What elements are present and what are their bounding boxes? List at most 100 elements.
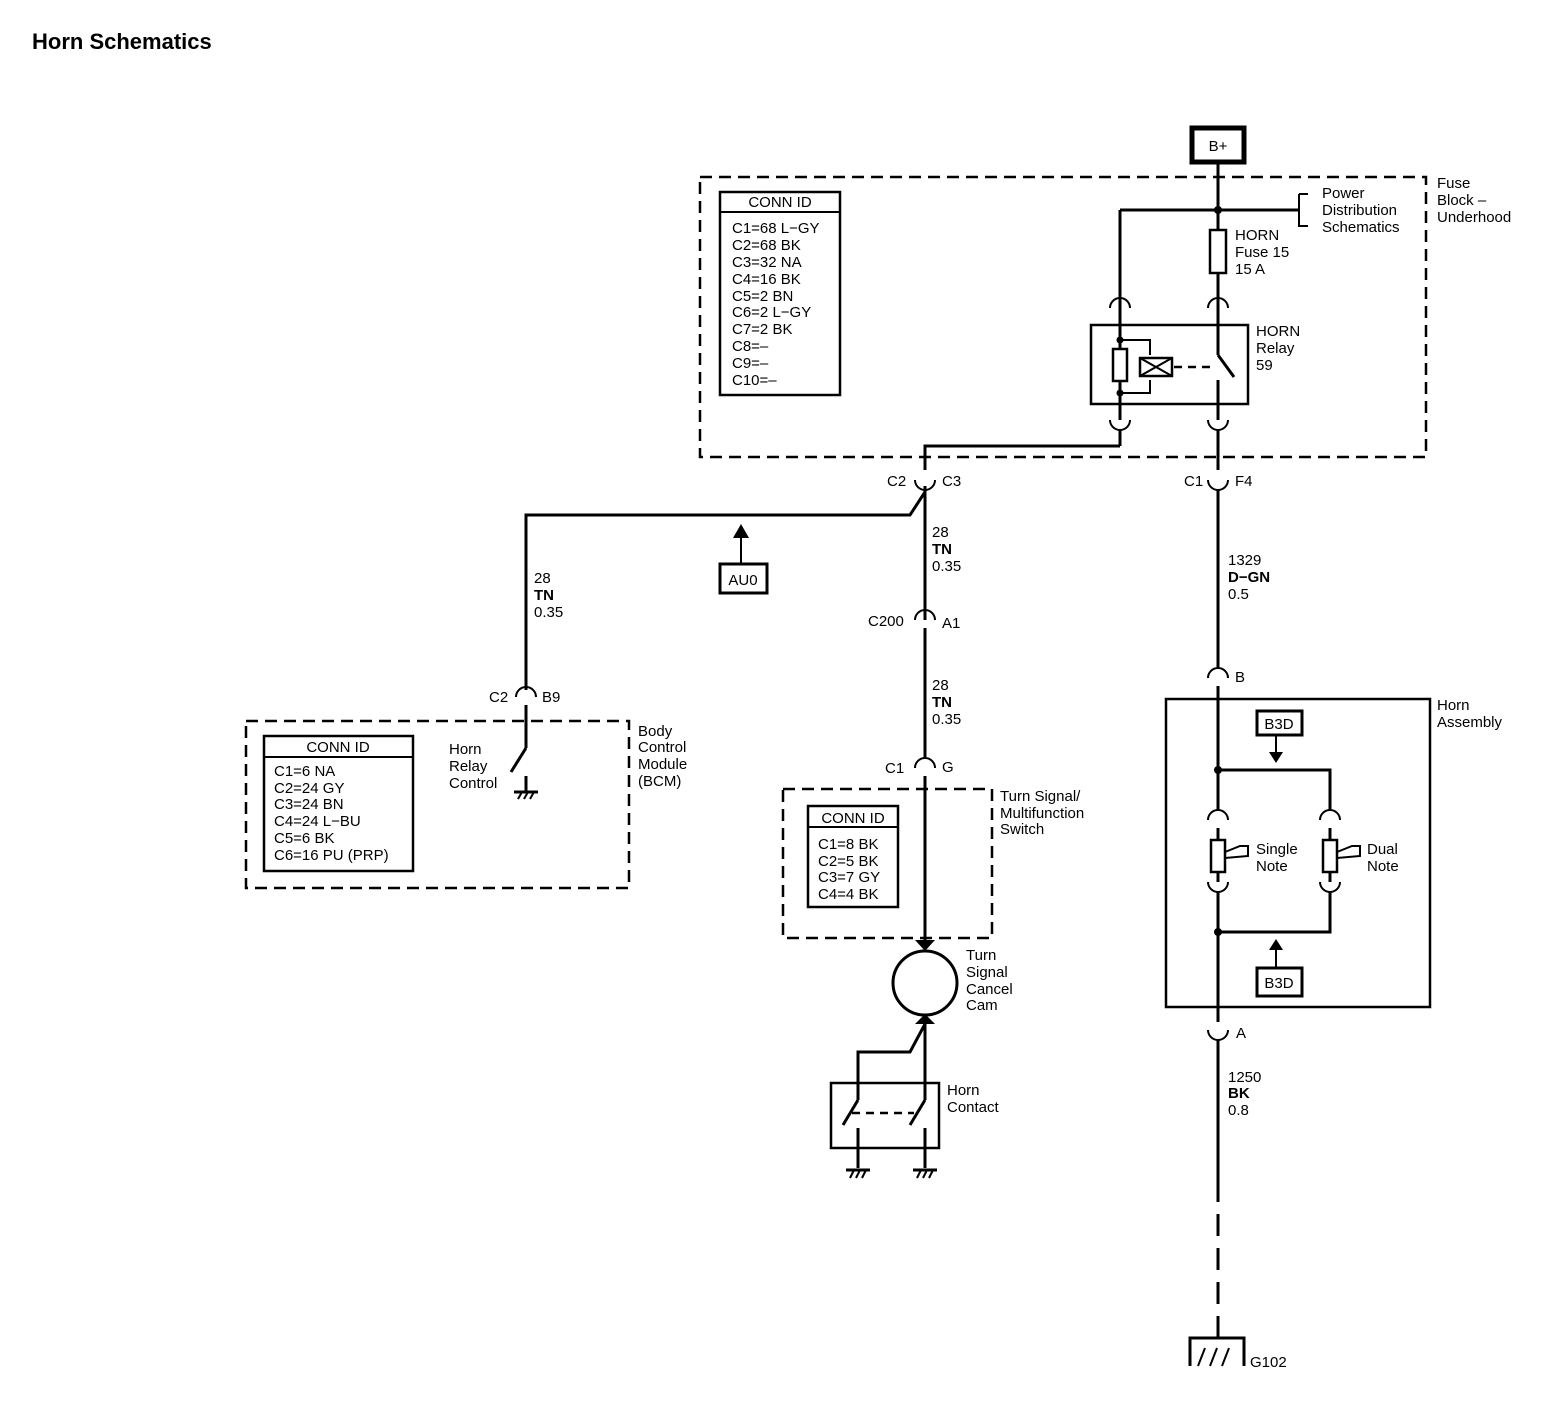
svg-text:C2=68 BK: C2=68 BK (732, 237, 801, 254)
horn-contact-label: Horn Contact (947, 1082, 1000, 1116)
connector-bcm-c2-label: C2 (489, 689, 508, 706)
dual-note-label: Dual Note (1367, 841, 1399, 875)
svg-text:Note: Note (1256, 858, 1288, 875)
wire-label-mid2: 28 TN 0.35 (932, 677, 961, 728)
fuse-block-conn-table (718, 190, 842, 397)
fuse-block-boundary (698, 175, 1428, 459)
svg-text:0.5: 0.5 (1228, 586, 1249, 603)
relay-switch-connector-bottom (1207, 419, 1229, 431)
svg-text:C3=32 NA: C3=32 NA (732, 254, 802, 271)
svg-text:28: 28 (932, 524, 949, 541)
relay-coil-connector-bottom (1109, 419, 1131, 431)
svg-text:C4=4 BK: C4=4 BK (818, 886, 878, 903)
wire-label-bk: 1250 BK 0.8 (1228, 1069, 1261, 1119)
turn-switch-conn-table (806, 804, 900, 909)
turn-switch-conn-list: C1=8 BK C2=5 BK C3=7 GY C4=4 BK (818, 836, 880, 903)
svg-text:Single: Single (1256, 841, 1298, 858)
svg-text:Signal: Signal (966, 964, 1008, 981)
svg-text:C6=16 PU (PRP): C6=16 PU (PRP) (274, 847, 389, 864)
fuse-block-conn-list: C1=68 L−GY C2=68 BK C3=32 NA C4=16 BK C5… (732, 220, 820, 389)
b3d-reference-bottom (1255, 966, 1304, 998)
connector-f4-label: F4 (1235, 473, 1253, 490)
svg-text:C6=2 L−GY: C6=2 L−GY (732, 304, 811, 321)
svg-text:Underhood: Underhood (1437, 209, 1511, 226)
svg-text:Module: Module (638, 756, 687, 773)
connector-a1-label: A1 (942, 615, 960, 632)
svg-text:Body: Body (638, 723, 673, 740)
dual-note-connector-bottom (1319, 881, 1341, 893)
svg-text:C3=24 BN: C3=24 BN (274, 796, 344, 813)
turn-signal-switch-boundary (781, 787, 994, 940)
svg-text:Assembly: Assembly (1437, 714, 1503, 731)
fuse-block-conn-title: CONN ID (748, 194, 812, 211)
svg-text:TN: TN (534, 587, 554, 604)
power-distribution-bracket (1298, 193, 1308, 227)
battery-positive-label: B+ (1209, 138, 1228, 155)
dual-note-feed-wire (1218, 768, 1332, 810)
svg-text:Contact: Contact (947, 1099, 1000, 1116)
horn-assembly-box (1164, 697, 1432, 1009)
svg-text:Cam: Cam (966, 997, 998, 1014)
svg-text:C2=5 BK: C2=5 BK (818, 853, 878, 870)
bcm-conn-list: C1=6 NA C2=24 GY C3=24 BN C4=24 L−BU C5=… (274, 763, 389, 864)
svg-text:28: 28 (932, 677, 949, 694)
svg-text:Horn: Horn (449, 741, 482, 758)
au0-label: AU0 (728, 572, 757, 589)
svg-text:Horn: Horn (947, 1082, 980, 1099)
svg-text:1250: 1250 (1228, 1069, 1261, 1086)
connector-b9-label: B9 (542, 689, 560, 706)
svg-text:Distribution: Distribution (1322, 202, 1397, 219)
dual-note-return-wire (1218, 892, 1332, 934)
horn-fuse-15 (1208, 228, 1228, 275)
wire-label-bcm: 28 TN 0.35 (534, 570, 563, 621)
svg-text:Relay: Relay (1256, 340, 1295, 357)
svg-text:C7=2 BK: C7=2 BK (732, 321, 792, 338)
fuse-block-label: Fuse Block – Underhood (1437, 175, 1511, 226)
svg-text:Block –: Block – (1437, 192, 1487, 209)
connector-c1-label: C1 (1184, 473, 1203, 490)
svg-text:D−GN: D−GN (1228, 569, 1270, 586)
turn-signal-switch-label: Turn Signal/ Multifunction Switch (1000, 788, 1084, 838)
svg-text:0.35: 0.35 (534, 604, 563, 621)
svg-text:28: 28 (534, 570, 551, 587)
svg-text:C1=68 L−GY: C1=68 L−GY (732, 220, 820, 237)
wire-label-dgn: 1329 D−GN 0.5 (1228, 552, 1270, 603)
au0-reference (718, 562, 769, 595)
horn-fuse-label: HORN Fuse 15 15 A (1235, 227, 1289, 278)
single-note-label: Single Note (1256, 841, 1298, 875)
svg-text:Fuse: Fuse (1437, 175, 1470, 192)
horn-relay-control-switch (509, 747, 528, 773)
svg-text:Power: Power (1322, 185, 1365, 202)
svg-text:Horn: Horn (1437, 697, 1470, 714)
horn-contact-ground-left (846, 1168, 870, 1179)
svg-text:C9=–: C9=– (732, 355, 769, 372)
svg-text:0.35: 0.35 (932, 558, 961, 575)
bcm-feed-wire (524, 491, 927, 690)
svg-text:C3=7 GY: C3=7 GY (818, 869, 880, 886)
bcm-boundary (244, 719, 631, 890)
svg-text:TN: TN (932, 694, 952, 711)
svg-text:0.35: 0.35 (932, 711, 961, 728)
svg-text:TN: TN (932, 541, 952, 558)
dual-note-connector-top (1319, 809, 1341, 821)
connector-c1-f4 (1207, 479, 1229, 491)
connector-bcm-c2 (515, 686, 537, 698)
b3d-top-label: B3D (1264, 716, 1293, 733)
connector-g-label: G (942, 759, 954, 776)
connector-horn-a-label: A (1236, 1025, 1246, 1042)
connector-horn-b-label: B (1235, 669, 1245, 686)
connector-c200 (914, 609, 936, 621)
cancel-cam-label: Turn Signal Cancel Cam (966, 947, 1013, 1014)
svg-text:59: 59 (1256, 357, 1273, 374)
svg-text:1329: 1329 (1228, 552, 1261, 569)
svg-text:HORN: HORN (1256, 323, 1300, 340)
turn-signal-cancel-cam (891, 949, 959, 1017)
wire-label-mid1: 28 TN 0.35 (932, 524, 961, 575)
svg-text:Note: Note (1367, 858, 1399, 875)
connector-c2-label: C2 (887, 473, 906, 490)
svg-text:C10=–: C10=– (732, 372, 777, 389)
b3d-reference-top (1255, 709, 1304, 737)
connector-ts-c1-label: C1 (885, 760, 904, 777)
connector-c200-label: C200 (868, 613, 904, 630)
